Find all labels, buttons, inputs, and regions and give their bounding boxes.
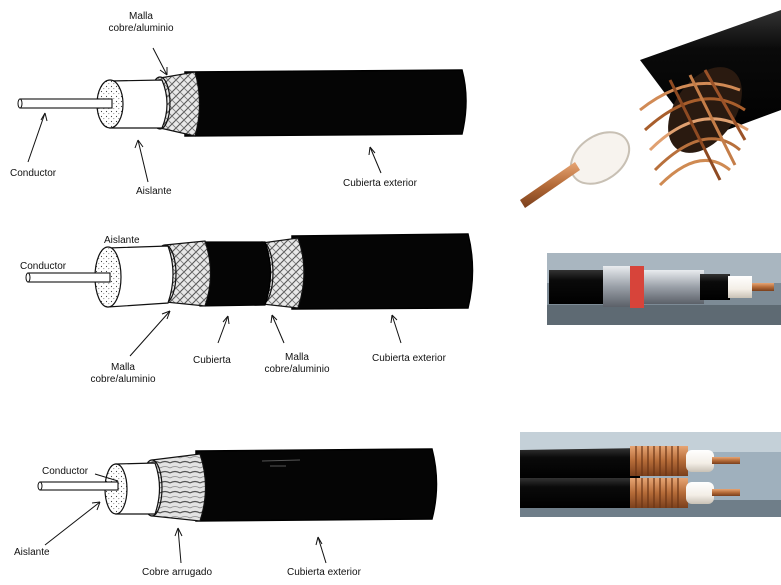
label-outer-jacket-1: Cubierta exterior — [343, 178, 417, 190]
label-mesh-2a: Malla cobre/aluminio — [78, 362, 168, 386]
label-mesh-2b-line1: Malla — [252, 352, 342, 364]
label-mesh-1-line1: Malla — [96, 11, 186, 23]
cable-corrugated-drawing — [38, 449, 437, 563]
label-jacket-2: Cubierta — [193, 355, 231, 367]
photo-coax-double-shield — [547, 253, 781, 325]
photo-coax-braid — [520, 10, 781, 208]
label-insulator-2: Aislante — [104, 235, 140, 247]
label-mesh-2a-line1: Malla — [78, 362, 168, 374]
label-mesh-2b-line2: cobre/aluminio — [252, 364, 342, 376]
cable-simple-drawing — [18, 48, 466, 182]
label-conductor-3: Conductor — [42, 466, 88, 478]
label-outer-jacket-2: Cubierta exterior — [372, 353, 446, 365]
label-insulator-3: Aislante — [14, 547, 50, 559]
cable-double-shield-drawing — [26, 234, 473, 356]
label-conductor-1: Conductor — [10, 168, 56, 180]
label-insulator-1: Aislante — [136, 186, 172, 198]
outer-jacket-shape-3 — [196, 449, 437, 521]
photo-coax-corrugated — [520, 432, 781, 517]
label-conductor-2: Conductor — [20, 261, 66, 273]
center-conductor — [20, 99, 112, 108]
label-mesh-1: Malla cobre/aluminio — [96, 11, 186, 35]
label-mesh-2b: Malla cobre/aluminio — [252, 352, 342, 376]
label-outer-jacket-3: Cubierta exterior — [287, 567, 361, 579]
outer-jacket-shape — [185, 70, 466, 136]
label-corrugated-copper-3: Cobre arrugado — [142, 567, 212, 579]
label-mesh-2a-line2: cobre/aluminio — [78, 374, 168, 386]
outer-jacket-shape-2 — [292, 234, 473, 309]
label-mesh-1-line2: cobre/aluminio — [96, 23, 186, 35]
